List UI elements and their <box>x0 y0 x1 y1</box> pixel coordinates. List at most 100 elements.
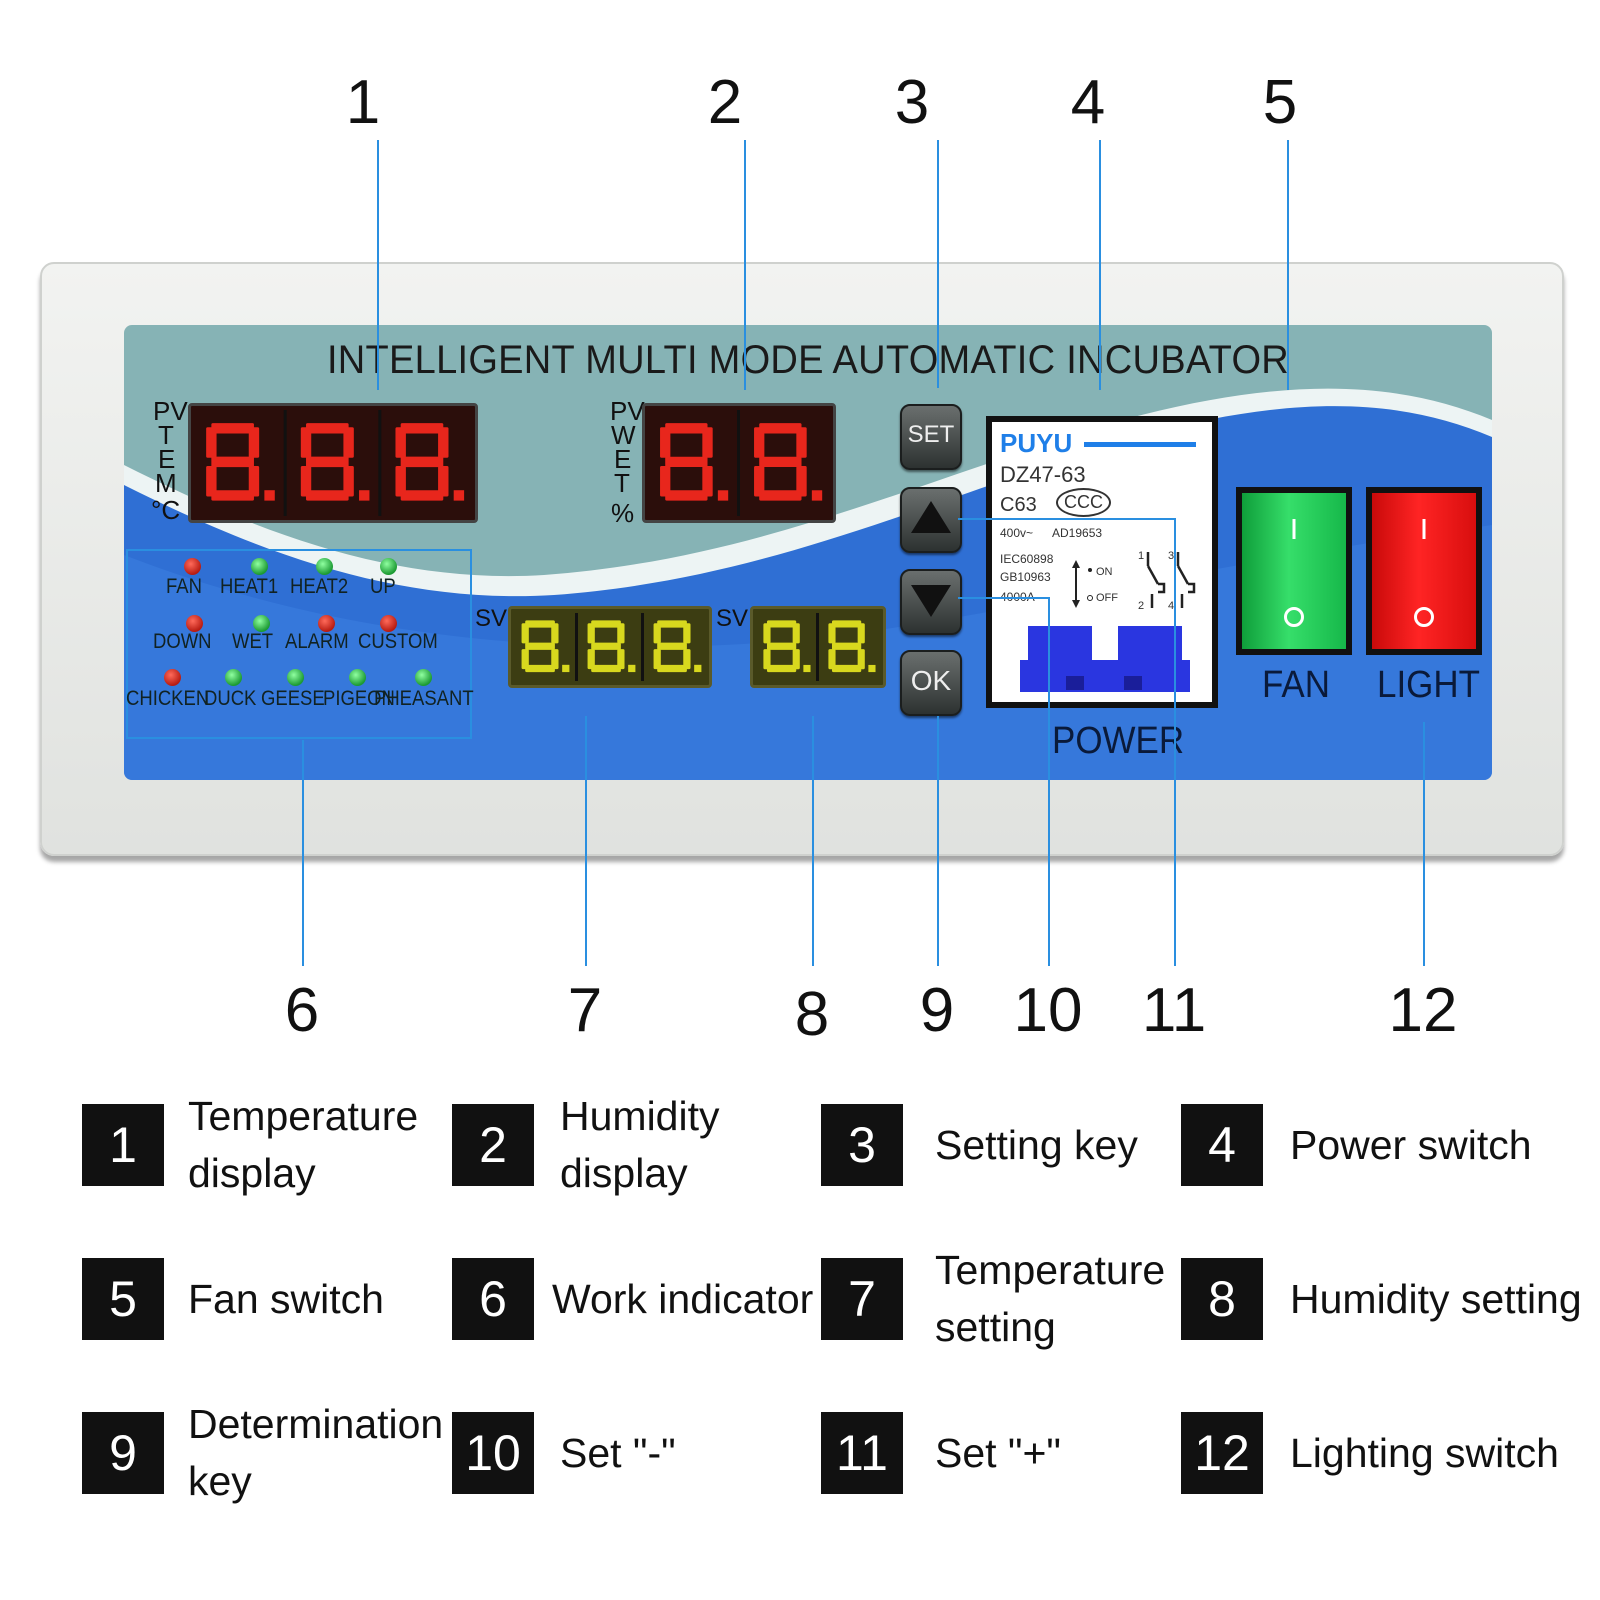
indicator-label: WET <box>232 630 274 653</box>
work-indicator-panel <box>126 549 472 739</box>
legend-description-line: Fan switch <box>188 1275 384 1322</box>
legend-description-line: Set "+" <box>935 1429 1061 1476</box>
seven-segment-digit <box>395 423 465 501</box>
indicator-led <box>380 615 397 632</box>
indicator-label: DOWN <box>153 630 212 653</box>
off-mark-icon <box>1284 607 1304 627</box>
legend-description: Lighting switch <box>1290 1425 1559 1482</box>
indicator-led <box>380 558 397 575</box>
indicator-led <box>164 669 181 686</box>
legend-number-badge: 3 <box>821 1104 903 1186</box>
temperature-setting-digits <box>521 613 702 681</box>
off-mark-icon <box>1414 607 1434 627</box>
callout-4: 4 <box>1070 68 1106 137</box>
callout-5: 5 <box>1262 68 1298 137</box>
fan-switch-label: FAN <box>1262 664 1330 706</box>
humidity-setting-digits <box>763 613 876 681</box>
leader-line-11 <box>1174 518 1176 966</box>
breaker-rating: C63 <box>1000 494 1037 516</box>
indicator-led <box>316 558 333 575</box>
legend-description-line: Set "-" <box>560 1429 676 1476</box>
seven-segment-digit <box>587 613 644 681</box>
breaker-off-label: OFF <box>1096 592 1118 604</box>
up-key[interactable] <box>900 487 962 553</box>
legend-description-line: setting <box>935 1304 1056 1350</box>
temperature-display <box>188 403 478 523</box>
leader-line-10-horizontal <box>958 597 1050 599</box>
power-label: POWER <box>1052 720 1185 762</box>
temp-tem-label-e: E <box>158 444 176 474</box>
breaker-pole-1: 1 <box>1138 550 1145 562</box>
indicator-label: ALARM <box>285 630 349 653</box>
temperature-setting-display <box>508 606 712 688</box>
breaker-on-label: ON <box>1096 566 1113 578</box>
callout-7: 7 <box>567 976 603 1045</box>
indicator-led <box>415 669 432 686</box>
fan-rocker-switch[interactable] <box>1236 487 1352 655</box>
breaker-circuit-symbol-icon <box>1146 552 1196 608</box>
seven-segment-digit <box>660 410 740 516</box>
ok-key[interactable]: OK <box>900 650 962 716</box>
breaker-pole-4: 4 <box>1168 600 1175 612</box>
humidity-setting-display <box>750 606 886 688</box>
callout-12: 12 <box>1388 976 1458 1045</box>
leader-line-12 <box>1423 722 1425 966</box>
legend-description-line: Work indicator <box>552 1275 814 1322</box>
legend-description: Fan switch <box>188 1271 384 1328</box>
legend-number-badge: 12 <box>1181 1412 1263 1494</box>
down-key[interactable] <box>900 569 962 635</box>
legend-description-line: display <box>188 1150 316 1196</box>
temp-tem-label-m: M <box>155 468 177 498</box>
indicator-label: CHICKEN <box>126 687 210 710</box>
indicator-label: HEAT2 <box>290 575 349 598</box>
light-rocker-switch[interactable] <box>1366 487 1482 655</box>
legend-description: Power switch <box>1290 1117 1532 1174</box>
breaker-on-off-arrow-icon <box>1072 560 1093 608</box>
legend-description-line: Humidity setting <box>1290 1275 1582 1322</box>
indicator-label: FAN <box>166 575 202 598</box>
legend-description-line: Temperature <box>935 1247 1166 1293</box>
legend-description-line: Power switch <box>1290 1121 1532 1168</box>
legend-description: Set "+" <box>935 1425 1061 1482</box>
legend-number-badge: 1 <box>82 1104 164 1186</box>
seven-segment-digit <box>521 613 578 681</box>
indicator-led <box>349 669 366 686</box>
legend-description: Temperature setting <box>935 1242 1165 1356</box>
indicator-led <box>184 558 201 575</box>
seven-segment-digit <box>653 620 702 673</box>
indicator-label: UP <box>370 575 396 598</box>
seven-segment-digit <box>206 410 287 516</box>
legend-description: Set "-" <box>560 1425 676 1482</box>
callout-6: 6 <box>284 976 320 1045</box>
power-breaker[interactable]: PUYU DZ47-63 C63 CCC 400v~ AD19653 IEC60… <box>986 416 1218 708</box>
indicator-label: GEESE <box>261 687 325 710</box>
set-key[interactable]: SET <box>900 404 962 470</box>
on-mark-icon <box>1422 519 1426 539</box>
seven-segment-digit <box>763 613 819 681</box>
callout-3: 3 <box>894 68 930 137</box>
indicator-label: DUCK <box>204 687 257 710</box>
breaker-pole-2: 2 <box>1138 600 1145 612</box>
panel-title: INTELLIGENT MULTI MODE AUTOMATIC INCUBAT… <box>326 338 1290 382</box>
legend-number-badge: 4 <box>1181 1104 1263 1186</box>
leader-line-4 <box>1099 140 1101 390</box>
legend-number-badge: 11 <box>821 1412 903 1494</box>
indicator-led <box>251 558 268 575</box>
breaker-std1: IEC60898 <box>1000 552 1054 566</box>
legend-description-line: key <box>188 1458 252 1504</box>
breaker-voltage: 400v~ <box>1000 526 1034 540</box>
legend-description: Humidity setting <box>1290 1271 1582 1328</box>
temp-tem-label-t: T <box>158 420 174 450</box>
indicator-led <box>318 615 335 632</box>
callout-10: 10 <box>1013 976 1083 1045</box>
leader-line-2 <box>744 140 746 390</box>
legend-number-badge: 5 <box>82 1258 164 1340</box>
breaker-toggle-handles <box>1020 626 1190 692</box>
hum-wet-label-e: E <box>614 444 632 474</box>
leader-line-6 <box>302 740 304 966</box>
seven-segment-digit <box>300 410 382 516</box>
hum-pv-label: PV <box>610 396 645 426</box>
temp-unit-label: °C <box>151 495 181 525</box>
legend-number-badge: 2 <box>452 1104 534 1186</box>
